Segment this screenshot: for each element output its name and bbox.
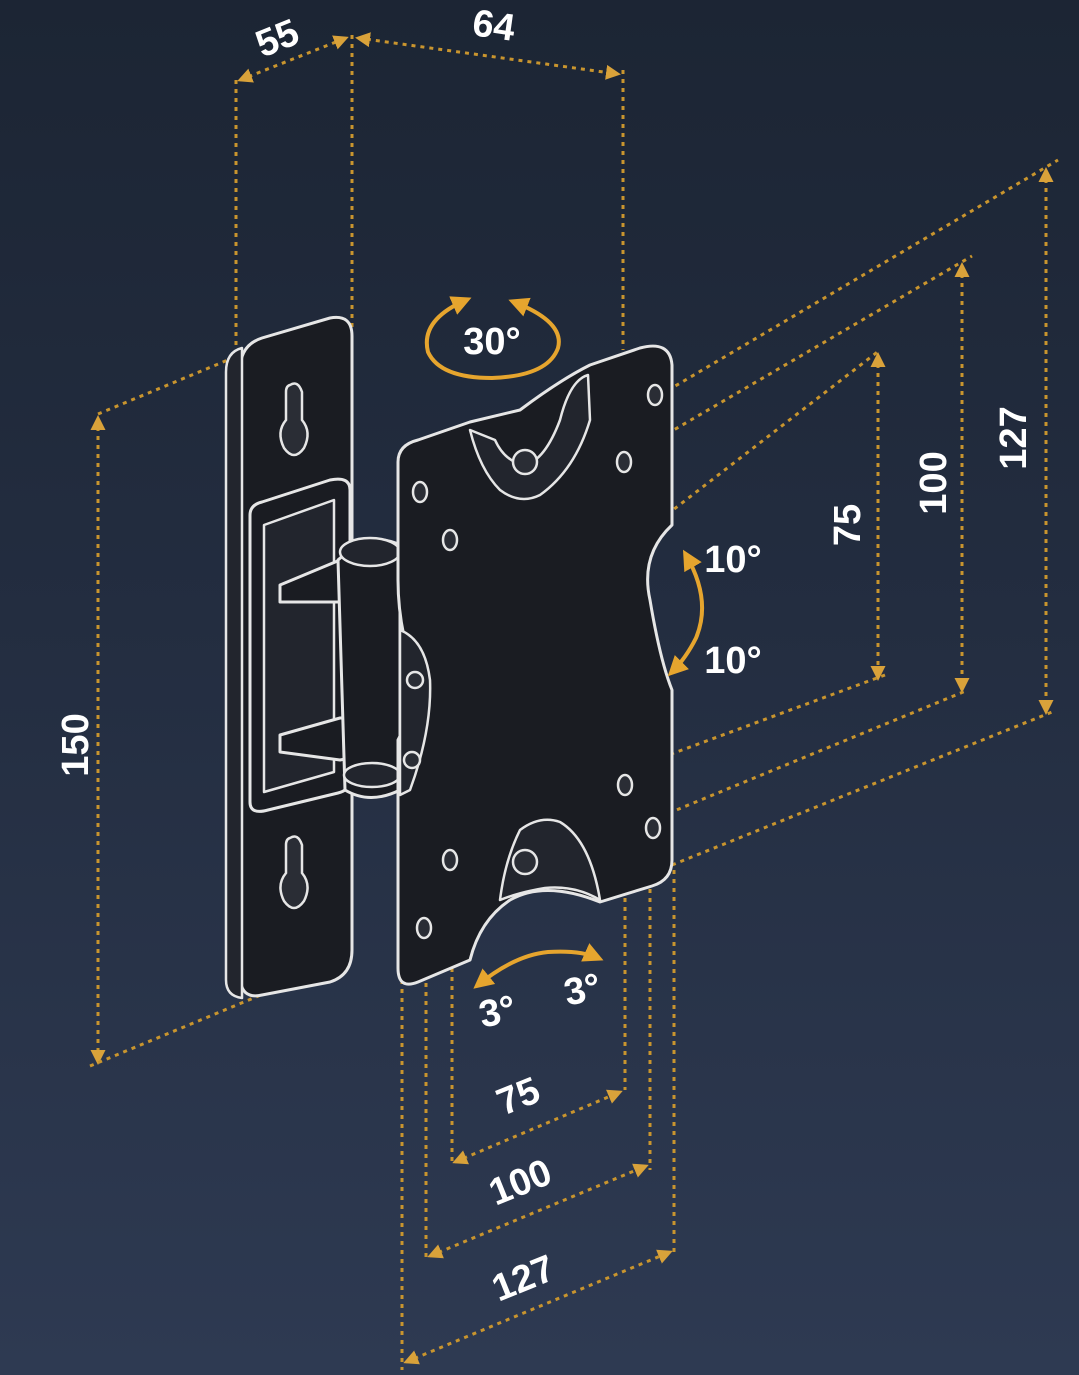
tilt-indicator — [667, 549, 705, 677]
dim-64-line — [355, 32, 621, 80]
dimension-lines — [89, 32, 1059, 1370]
label-vesa-v75: 75 — [827, 504, 869, 546]
tilt-arrow-icon — [667, 549, 705, 677]
screw-bottom — [511, 848, 539, 876]
label-tilt-up: 10° — [704, 539, 761, 581]
label-vesa-v127: 127 — [993, 406, 1035, 469]
label-roll-right: 3° — [560, 966, 604, 1015]
label-tilt-down: 10° — [704, 640, 761, 682]
dim-h100-line — [427, 1163, 649, 1259]
label-top-depth: 55 — [250, 11, 305, 66]
roll-indicator — [473, 943, 604, 989]
label-vesa-v100: 100 — [913, 451, 955, 514]
label-vesa-h75: 75 — [491, 1069, 546, 1124]
roll-arrow-icon — [473, 943, 604, 989]
swivel-indicator — [424, 296, 561, 381]
label-roll-left: 3° — [475, 988, 519, 1037]
vesa-holes — [411, 383, 664, 940]
dim-v75-top-ext — [659, 348, 881, 522]
dim-h75-line — [452, 1089, 623, 1165]
label-top-width: 64 — [470, 2, 518, 49]
dim-55-line — [237, 35, 349, 83]
arm-bracket — [248, 477, 402, 813]
dim-v100-top-ext — [635, 254, 973, 454]
vesa-plate — [396, 344, 674, 986]
label-swivel: 30° — [463, 321, 520, 363]
dim-v100-bottom-ext — [651, 688, 969, 822]
swivel-arrow-icon — [424, 296, 561, 381]
label-plate-height: 150 — [55, 713, 97, 776]
keyhole-top — [279, 382, 309, 457]
dim-v127-top-ext — [659, 158, 1059, 397]
screw-top — [511, 448, 539, 476]
keyhole-bottom — [279, 835, 309, 910]
dim-h127-line — [403, 1249, 673, 1365]
label-vesa-h100: 100 — [483, 1152, 558, 1215]
